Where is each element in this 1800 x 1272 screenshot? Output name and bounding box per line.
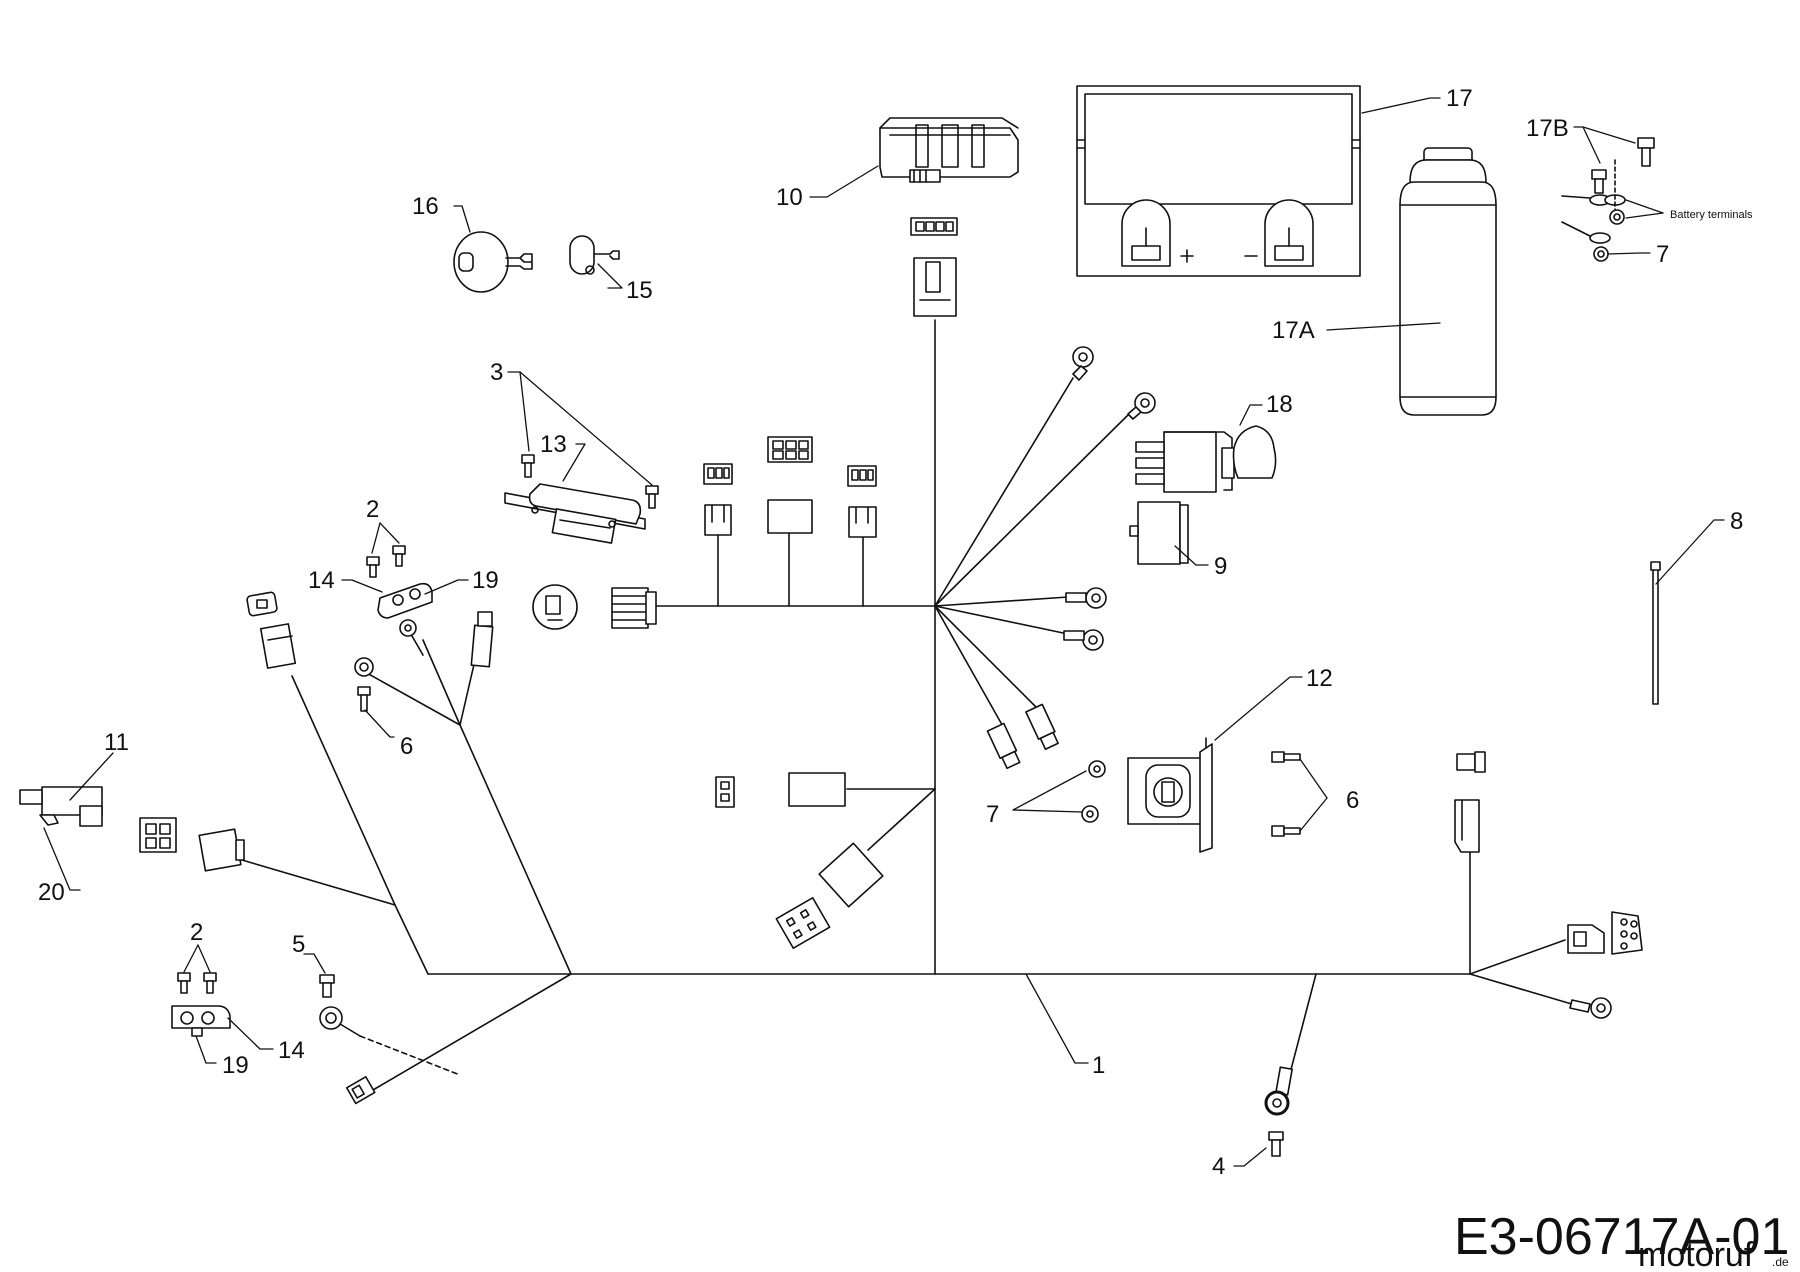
callout-8: 8 <box>1730 508 1743 535</box>
callout-labels: 1 10 16 15 17 17B Battery terminals 7 17… <box>38 85 1753 1180</box>
hex-nut-lower <box>1081 805 1099 823</box>
ignition-switch <box>453 231 533 293</box>
callout-16: 16 <box>412 193 439 220</box>
watermark: motoruf .de <box>1638 1236 1789 1272</box>
pto-switch <box>1135 425 1277 493</box>
twin-connector <box>139 817 177 853</box>
callout-11: 11 <box>104 729 129 756</box>
callout-13: 13 <box>540 431 567 458</box>
battery-terminals-label: Battery terminals <box>1670 209 1753 221</box>
callout-5: 5 <box>292 931 305 958</box>
switch-bracket-upper <box>377 582 433 619</box>
callout-4: 4 <box>1212 1153 1225 1180</box>
callout-17A: 17A <box>1272 317 1315 344</box>
single-pin-connector <box>470 611 494 668</box>
panel-switch <box>504 483 646 544</box>
switch-screw-left <box>521 454 535 478</box>
ground-ring-bottom <box>1264 1066 1293 1116</box>
adapter-plug <box>910 217 958 236</box>
callout-3: 3 <box>490 359 503 386</box>
branch-connector-right <box>847 465 877 538</box>
watermark-tld: .de <box>1772 1255 1789 1269</box>
callout-20: 20 <box>38 879 65 906</box>
plug-connector-left <box>246 591 297 669</box>
ground-ring-terminal <box>319 1006 461 1076</box>
ignition-key <box>569 235 620 275</box>
small-dual-socket <box>715 776 735 808</box>
harness-plug-left <box>198 828 245 872</box>
hex-nut-upper <box>1088 760 1106 778</box>
bolt-right <box>1456 751 1486 773</box>
mounting-bolts-6-right <box>1271 751 1301 837</box>
switch-screw-right <box>645 485 659 509</box>
ring-terminal-right <box>1569 997 1612 1019</box>
angled-plug <box>775 896 831 950</box>
callout-6-right: 6 <box>1346 787 1359 814</box>
callout-18: 18 <box>1266 391 1293 418</box>
ground-screw <box>319 974 335 998</box>
ring-terminal-side-2 <box>1063 629 1104 651</box>
branch-connector-left <box>703 463 733 536</box>
connector-pair-right <box>1567 911 1643 955</box>
terminal-washer-and-nut <box>1561 159 1626 262</box>
ring-terminal-left <box>399 619 424 656</box>
branch-connector-center <box>767 436 813 534</box>
callout-17B: 17B <box>1526 115 1569 142</box>
angled-module <box>818 842 884 908</box>
callout-14-upper: 14 <box>308 567 335 594</box>
watermark-text: motoruf <box>1638 1236 1754 1272</box>
battery <box>1076 85 1361 277</box>
electrolyte-bottle <box>1399 147 1497 416</box>
multi-pin-connector <box>611 587 657 629</box>
bullet-connector-1 <box>986 722 1021 770</box>
relay-block <box>788 772 846 807</box>
solenoid-switch <box>1127 737 1213 853</box>
callout-1: 1 <box>1092 1052 1105 1079</box>
callout-19-lower: 19 <box>222 1052 249 1079</box>
terminal-bolt-lower <box>1591 169 1607 194</box>
callout-19-upper: 19 <box>472 567 499 594</box>
mounting-screws-upper <box>366 545 406 578</box>
callout-10: 10 <box>776 184 803 211</box>
callout-15: 15 <box>626 277 653 304</box>
callout-14-lower: 14 <box>278 1037 305 1064</box>
terminal-bolt-upper <box>1637 137 1655 167</box>
callout-17: 17 <box>1446 85 1473 112</box>
callout-9: 9 <box>1214 553 1227 580</box>
electronic-module <box>879 117 1019 183</box>
mounting-screw-6-left <box>357 686 371 712</box>
mounting-screws-lower <box>177 972 217 994</box>
bullet-connector-2 <box>1025 703 1059 751</box>
callout-2-lower: 2 <box>190 919 203 946</box>
callout-7-upper: 7 <box>1656 241 1669 268</box>
leader-lines <box>43 97 1725 1167</box>
seat-switch <box>19 786 103 827</box>
callout-6-left: 6 <box>400 733 413 760</box>
round-socket <box>532 584 578 630</box>
callout-12: 12 <box>1306 665 1333 692</box>
ring-terminal-upper-1 <box>1072 346 1094 381</box>
ground-plug <box>345 1076 376 1105</box>
ground-bolt-bottom <box>1268 1131 1284 1157</box>
switch-bracket-lower <box>171 1005 231 1037</box>
ring-terminal-upper-2 <box>1127 392 1156 420</box>
drawing-code: E3-06717A-01 <box>1454 1208 1789 1266</box>
ring-terminal-side-1 <box>1065 587 1107 609</box>
relay-module <box>1129 501 1189 565</box>
callout-2-upper: 2 <box>366 496 379 523</box>
callout-7-lower: 7 <box>986 801 999 828</box>
grommet <box>354 657 374 677</box>
fuse-holder <box>1454 799 1480 853</box>
harness-top-connector <box>913 257 957 317</box>
main-wire-harness <box>241 319 1576 1101</box>
cable-tie <box>1650 561 1661 705</box>
